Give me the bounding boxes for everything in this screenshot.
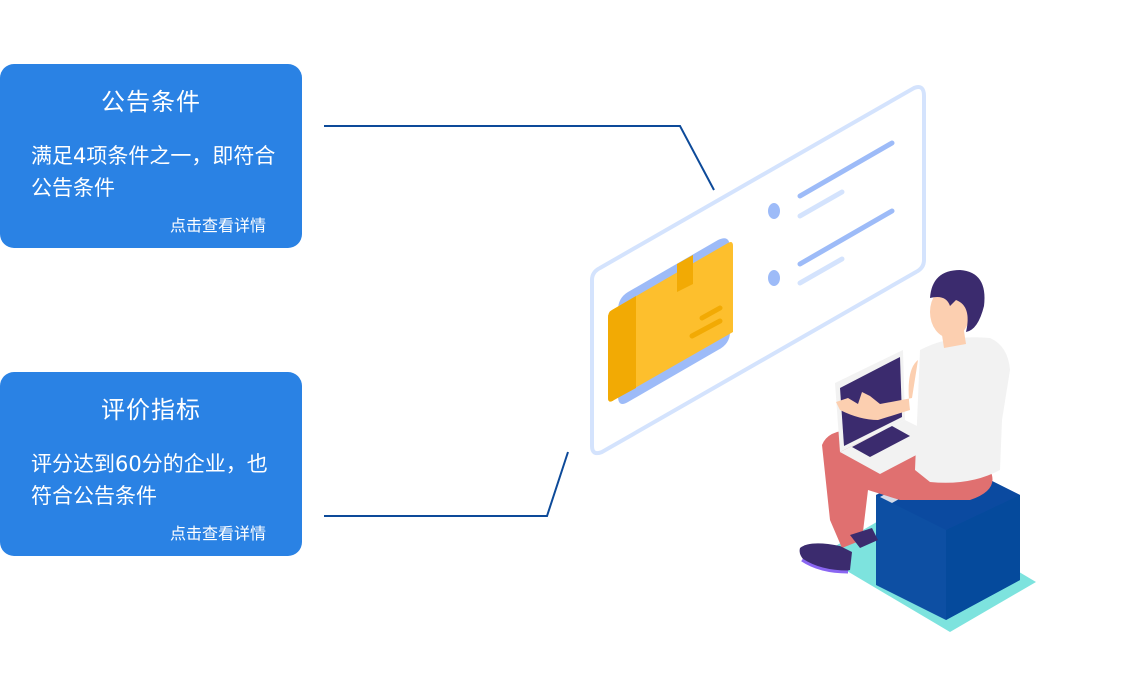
view-details-link[interactable]: 点击查看详情 [169,216,266,235]
view-details-link[interactable]: 点击查看详情 [169,524,266,543]
card-title: 评价指标 [101,396,201,424]
floating-panel [590,85,926,456]
package-box-icon [608,238,733,404]
card-title: 公告条件 [101,88,201,116]
list-bullet-icon [768,203,780,219]
person-with-laptop [799,270,1036,632]
card-description: 评分达到60分的企业，也符合公告条件 [31,452,268,508]
connector-line-top [324,125,715,191]
list-bullet-icon [768,270,780,286]
connector-line-bottom [324,451,569,517]
announcement-conditions-card[interactable]: 公告条件 满足4项条件之一，即符合公告条件 点击查看详情 [0,64,302,248]
evaluation-index-card[interactable]: 评价指标 评分达到60分的企业，也符合公告条件 点击查看详情 [0,372,302,556]
card-description: 满足4项条件之一，即符合公告条件 [31,144,276,200]
